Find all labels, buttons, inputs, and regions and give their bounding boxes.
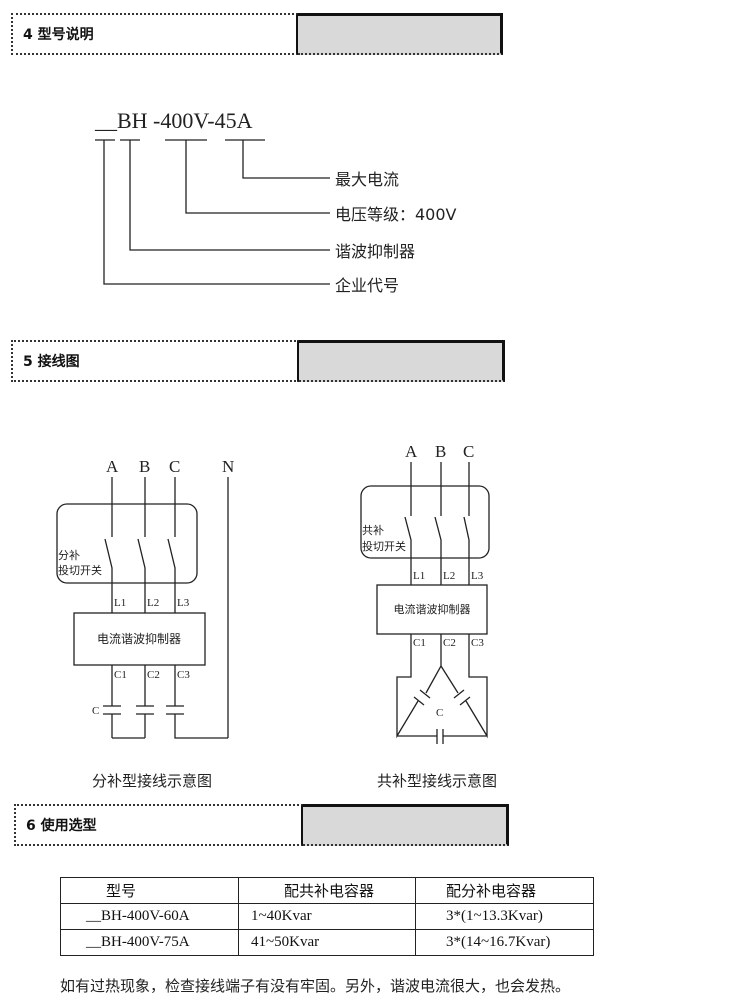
svg-text:C: C (92, 705, 99, 717)
header-cell: 配分补电容器 (415, 877, 594, 904)
section-header-fill (298, 13, 503, 55)
svg-text:C1: C1 (413, 637, 426, 649)
svg-text:C2: C2 (147, 669, 160, 681)
cell: __BH-400V-60A (60, 903, 239, 930)
section-title: 4 型号说明 (11, 13, 298, 55)
switch-label: 投切开关 (58, 563, 102, 577)
svg-text:C: C (436, 707, 443, 719)
switch-box (360, 485, 490, 559)
cell: __BH-400V-75A (60, 929, 239, 956)
section-header-fill (303, 804, 509, 846)
section-header-selection: 6 使用选型 (14, 804, 509, 846)
label-max-current: 最大电流 (335, 170, 399, 189)
svg-text:C3: C3 (177, 669, 190, 681)
cell: 3*(1~13.3Kvar) (415, 903, 594, 930)
cell: 41~50Kvar (238, 929, 416, 956)
cell: 3*(14~16.7Kvar) (415, 929, 594, 956)
device-label: 电流谐波抑制器 (97, 631, 181, 646)
label-company-code: 企业代号 (335, 276, 399, 295)
phase-a: A (106, 457, 119, 476)
svg-text:共补: 共补 (362, 524, 384, 537)
svg-text:电流谐波抑制器: 电流谐波抑制器 (394, 602, 471, 616)
section-header-model: 4 型号说明 (11, 13, 503, 55)
switch-box (56, 503, 198, 584)
section-header-wiring: 5 接线图 (11, 340, 505, 382)
svg-text:C3: C3 (471, 637, 484, 649)
caption: 分补型接线示意图 (92, 772, 212, 790)
section-header-fill (299, 340, 505, 382)
header-cell: 配共补电容器 (238, 877, 416, 904)
header-cell: 型号 (60, 877, 239, 904)
model-code: __BH -400V-45A (94, 108, 253, 133)
note-text: 如有过热现象，检查接线端子有没有牢固。另外，谐波电流很大，也会发热。 (60, 977, 571, 995)
common-compensation-diagram: A B C 共补 投切开关 L1 L2 L3 电流谐波抑制器 C1 C2 C3 C 共补… (360, 442, 497, 790)
switch-label: 分补 (58, 549, 80, 562)
svg-text:A: A (405, 442, 418, 461)
label-suppressor: 谐波抑制器 (335, 242, 415, 261)
capacitor-icon (413, 689, 471, 744)
table-header-row: 型号配共补电容器配分补电容器 (60, 877, 594, 904)
svg-text:C1: C1 (114, 669, 127, 681)
phase-n: N (222, 457, 234, 476)
suppressor-box (73, 612, 206, 666)
model-code-diagram: __BH -400V-45A 最大电流 电压等级：400V 谐波抑制器 企业代号 (94, 108, 457, 295)
svg-text:L1: L1 (413, 570, 425, 582)
svg-text:L1: L1 (114, 597, 126, 609)
cell: 1~40Kvar (238, 903, 416, 930)
phase-c: C (169, 457, 180, 476)
section-title: 6 使用选型 (14, 804, 303, 846)
caption: 共补型接线示意图 (377, 772, 497, 790)
suppressor-box (376, 584, 488, 635)
svg-text:L2: L2 (443, 570, 455, 582)
phase-b: B (139, 457, 150, 476)
label-voltage: 电压等级：400V (335, 205, 457, 224)
svg-text:C: C (463, 442, 474, 461)
svg-text:L3: L3 (471, 570, 484, 582)
svg-text:C2: C2 (443, 637, 456, 649)
capacitor-icon (103, 705, 184, 715)
svg-text:L3: L3 (177, 597, 190, 609)
section-title: 5 接线图 (11, 340, 299, 382)
svg-text:L2: L2 (147, 597, 159, 609)
svg-text:投切开关: 投切开关 (362, 539, 406, 553)
svg-text:B: B (435, 442, 446, 461)
